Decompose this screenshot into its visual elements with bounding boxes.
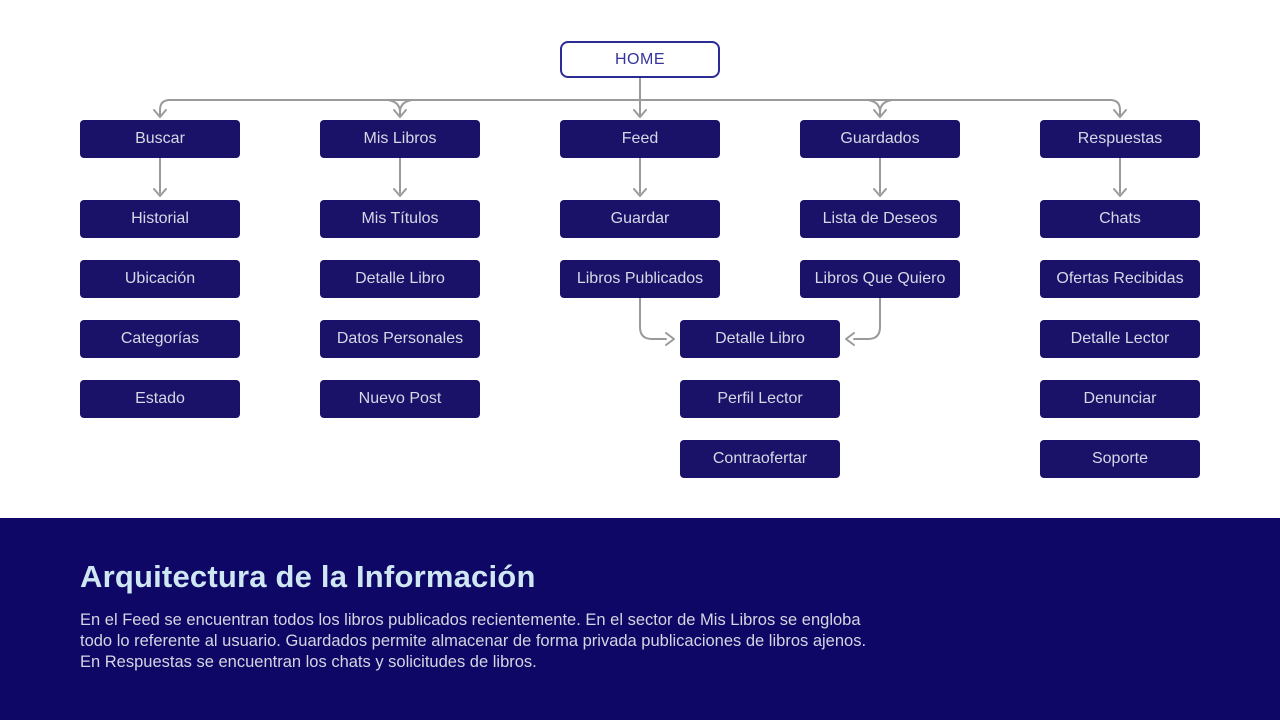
node-nuevo-post: Nuevo Post xyxy=(320,380,480,418)
node-perfil-lector: Perfil Lector xyxy=(680,380,840,418)
node-mis-titulos: Mis Títulos xyxy=(320,200,480,238)
node-detalle-libro-col2: Detalle Libro xyxy=(320,260,480,298)
node-home: HOME xyxy=(560,41,720,78)
node-libros-que-quiero: Libros Que Quiero xyxy=(800,260,960,298)
node-respuestas: Respuestas xyxy=(1040,120,1200,158)
connector-arrows xyxy=(153,77,1127,346)
node-mis-libros: Mis Libros xyxy=(320,120,480,158)
node-guardar: Guardar xyxy=(560,200,720,238)
node-detalle-lector: Detalle Lector xyxy=(1040,320,1200,358)
node-guardados: Guardados xyxy=(800,120,960,158)
section-body: En el Feed se encuentran todos los libro… xyxy=(80,611,867,671)
node-denunciar: Denunciar xyxy=(1040,380,1200,418)
node-buscar: Buscar xyxy=(80,120,240,158)
node-libros-publicados: Libros Publicados xyxy=(560,260,720,298)
node-historial: Historial xyxy=(80,200,240,238)
node-lista-de-deseos: Lista de Deseos xyxy=(800,200,960,238)
node-soporte: Soporte xyxy=(1040,440,1200,478)
section-title: Arquitectura de la Información xyxy=(80,559,536,594)
node-feed: Feed xyxy=(560,120,720,158)
node-datos-personales: Datos Personales xyxy=(320,320,480,358)
node-contraofertar: Contraofertar xyxy=(680,440,840,478)
node-ofertas-recibidas: Ofertas Recibidas xyxy=(1040,260,1200,298)
description-panel: Arquitectura de la Información En el Fee… xyxy=(0,518,1280,720)
node-ubicacion: Ubicación xyxy=(80,260,240,298)
sitemap-diagram: HOME Buscar Mis Libros Feed Guardados Re… xyxy=(80,41,1200,478)
node-categorias: Categorías xyxy=(80,320,240,358)
node-chats: Chats xyxy=(1040,200,1200,238)
node-estado: Estado xyxy=(80,380,240,418)
node-detalle-libro-center: Detalle Libro xyxy=(680,320,840,358)
